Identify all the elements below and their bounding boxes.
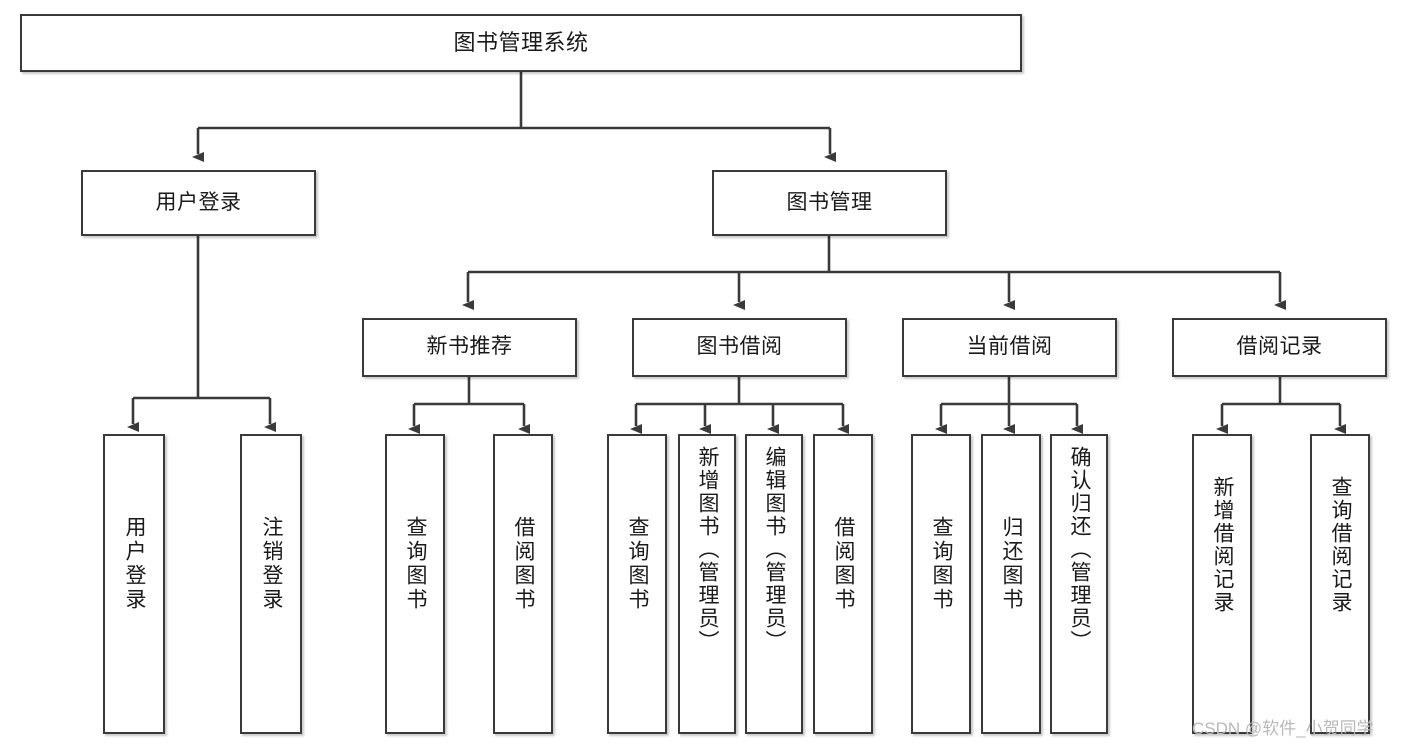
leaf-current-borrow-query-books[interactable]: 查询图书	[911, 434, 971, 734]
leaf-current-borrow-return-books[interactable]: 归还图书	[981, 434, 1041, 734]
node-label: 查询图书	[930, 516, 954, 612]
leaf-user-login-logout[interactable]: 注销登录	[240, 434, 302, 734]
node-label: 注销登录	[260, 516, 284, 612]
node-root-book-management-system[interactable]: 图书管理系统	[20, 14, 1022, 72]
node-book-borrowing[interactable]: 图书借阅	[632, 318, 847, 377]
node-label: 用户登录	[123, 516, 147, 612]
node-label: 编辑图书（管理员）	[763, 446, 787, 653]
node-borrowing-record[interactable]: 借阅记录	[1172, 318, 1387, 377]
node-label: 确认归还（管理员）	[1068, 446, 1092, 653]
node-label: 用户登录	[155, 190, 242, 214]
node-label: 图书管理系统	[453, 30, 589, 56]
leaf-borrow-record-add-record[interactable]: 新增借阅记录	[1192, 434, 1252, 734]
node-label: 新增图书（管理员）	[696, 446, 720, 653]
leaf-user-login-login[interactable]: 用户登录	[103, 434, 165, 734]
leaf-book-borrow-borrow-books[interactable]: 借阅图书	[813, 434, 873, 734]
leaf-new-book-query-books[interactable]: 查询图书	[385, 434, 445, 734]
leaf-book-borrow-add-book-admin[interactable]: 新增图书（管理员）	[678, 434, 736, 734]
node-label: 借阅图书	[512, 516, 536, 612]
watermark: CSDN @软件_小贺同学	[1192, 719, 1374, 738]
node-label: 图书借阅	[696, 335, 783, 359]
node-label: 图书管理	[786, 190, 873, 214]
node-label: 当前借阅	[966, 335, 1053, 359]
leaf-new-book-borrow-books[interactable]: 借阅图书	[493, 434, 553, 734]
node-user-login[interactable]: 用户登录	[81, 170, 316, 236]
node-book-management[interactable]: 图书管理	[712, 170, 947, 236]
node-label: 查询图书	[404, 516, 428, 612]
node-label: 归还图书	[1000, 516, 1024, 612]
leaf-borrow-record-query-record[interactable]: 查询借阅记录	[1310, 434, 1370, 734]
node-label: 查询借阅记录	[1329, 476, 1353, 614]
leaf-current-borrow-confirm-return-admin[interactable]: 确认归还（管理员）	[1050, 434, 1108, 734]
leaf-book-borrow-query-books[interactable]: 查询图书	[607, 434, 667, 734]
node-label: 借阅图书	[832, 516, 856, 612]
node-label: 查询图书	[626, 516, 650, 612]
leaf-book-borrow-edit-book-admin[interactable]: 编辑图书（管理员）	[745, 434, 803, 734]
node-label: 新增借阅记录	[1211, 476, 1235, 614]
node-new-book-recommendation[interactable]: 新书推荐	[362, 318, 577, 377]
node-label: 新书推荐	[426, 335, 513, 359]
node-label: 借阅记录	[1236, 335, 1323, 359]
node-current-borrowing[interactable]: 当前借阅	[902, 318, 1117, 377]
